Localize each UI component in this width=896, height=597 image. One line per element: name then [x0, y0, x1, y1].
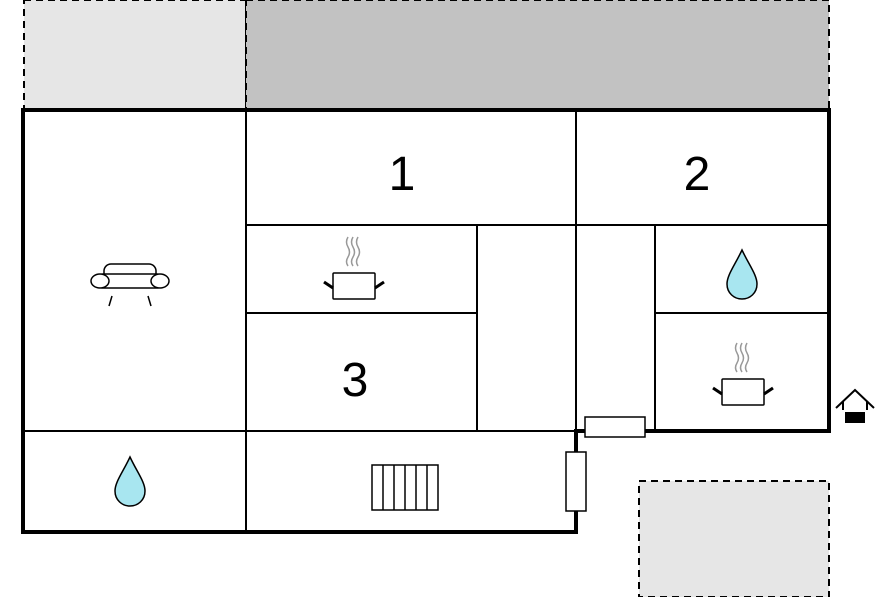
- entrance-house-icon: [835, 388, 875, 423]
- window-vertical: [565, 451, 587, 512]
- sofa-icon: [90, 263, 170, 307]
- water-drop-icon: [726, 248, 758, 300]
- window-horizontal: [584, 416, 646, 438]
- room-label-2: 2: [684, 148, 711, 201]
- kitchen-pot-icon: [323, 236, 385, 300]
- terrace-left: [23, 0, 247, 111]
- kitchen-pot-icon: [712, 342, 774, 406]
- water-drop-icon: [114, 455, 146, 507]
- terrace-top: [245, 0, 830, 111]
- room-label-3: 3: [342, 354, 369, 407]
- radiator-icon: [371, 464, 439, 511]
- interior-walls: [23, 110, 829, 532]
- terrace-bottom-right: [638, 480, 830, 597]
- room-label-1: 1: [389, 148, 416, 201]
